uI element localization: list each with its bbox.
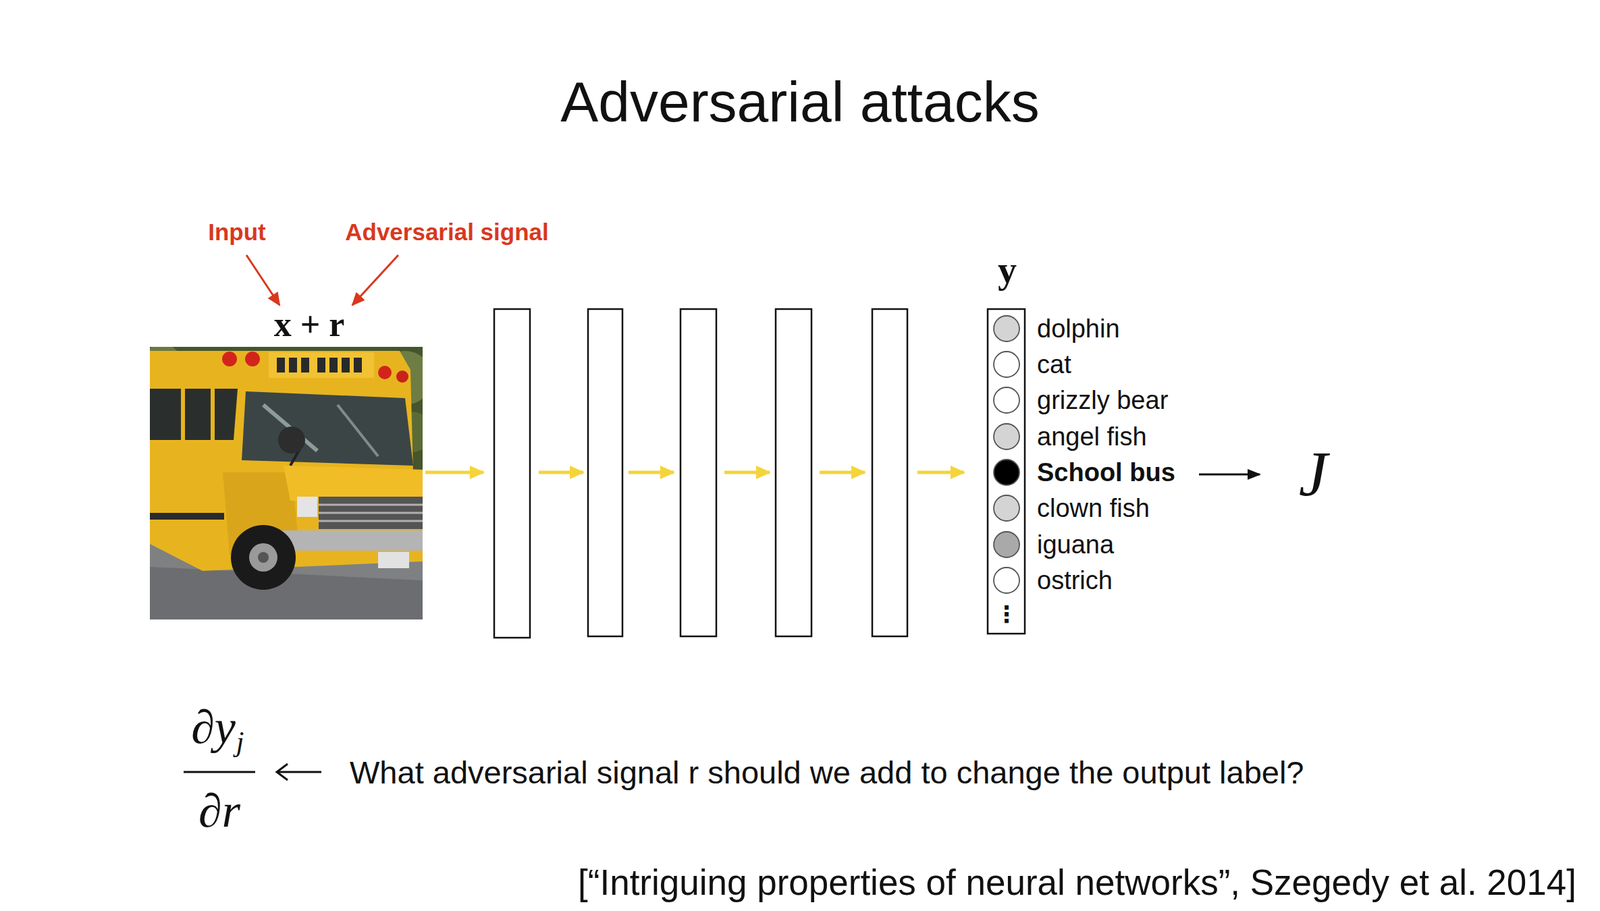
flow-arrows xyxy=(425,471,965,475)
question-text: What adversarial signal r should we add … xyxy=(349,756,1305,789)
signal-pointer xyxy=(352,255,399,306)
slide-title: Adversarial attacks xyxy=(560,73,1040,131)
loss-symbol: J xyxy=(1298,442,1328,508)
pointer-arrow xyxy=(276,764,322,781)
input-expression: x + r xyxy=(274,307,345,343)
network-layers xyxy=(494,309,908,638)
ellipsis-mark: ⋮ xyxy=(995,602,1019,626)
class-label: grizzly bear xyxy=(1036,387,1168,414)
class-label: angel fish xyxy=(1036,423,1148,450)
loss-arrow xyxy=(1198,473,1260,476)
output-units xyxy=(993,315,1020,594)
class-label: dolphin xyxy=(1036,315,1120,342)
class-label: ostrich xyxy=(1036,567,1113,594)
callout-label: Input xyxy=(207,220,266,244)
callout-label: Adversarial signal xyxy=(344,220,549,244)
fraction-bar xyxy=(183,771,256,774)
gradient-numerator: ∂y xyxy=(191,704,236,752)
class-label: iguana xyxy=(1036,531,1114,558)
class-label: cat xyxy=(1036,351,1072,378)
subscript: j xyxy=(236,727,245,757)
gradient-denominator: ∂r xyxy=(198,787,241,836)
output-symbol: y xyxy=(997,251,1017,289)
school-bus-photo xyxy=(149,347,423,620)
class-label: clown fish xyxy=(1036,495,1150,522)
output-vector xyxy=(987,309,1025,634)
citation-caption: [“Intriguing properties of neural networ… xyxy=(577,864,1577,901)
input-pointer xyxy=(246,255,280,306)
class-label: School bus xyxy=(1036,459,1176,486)
